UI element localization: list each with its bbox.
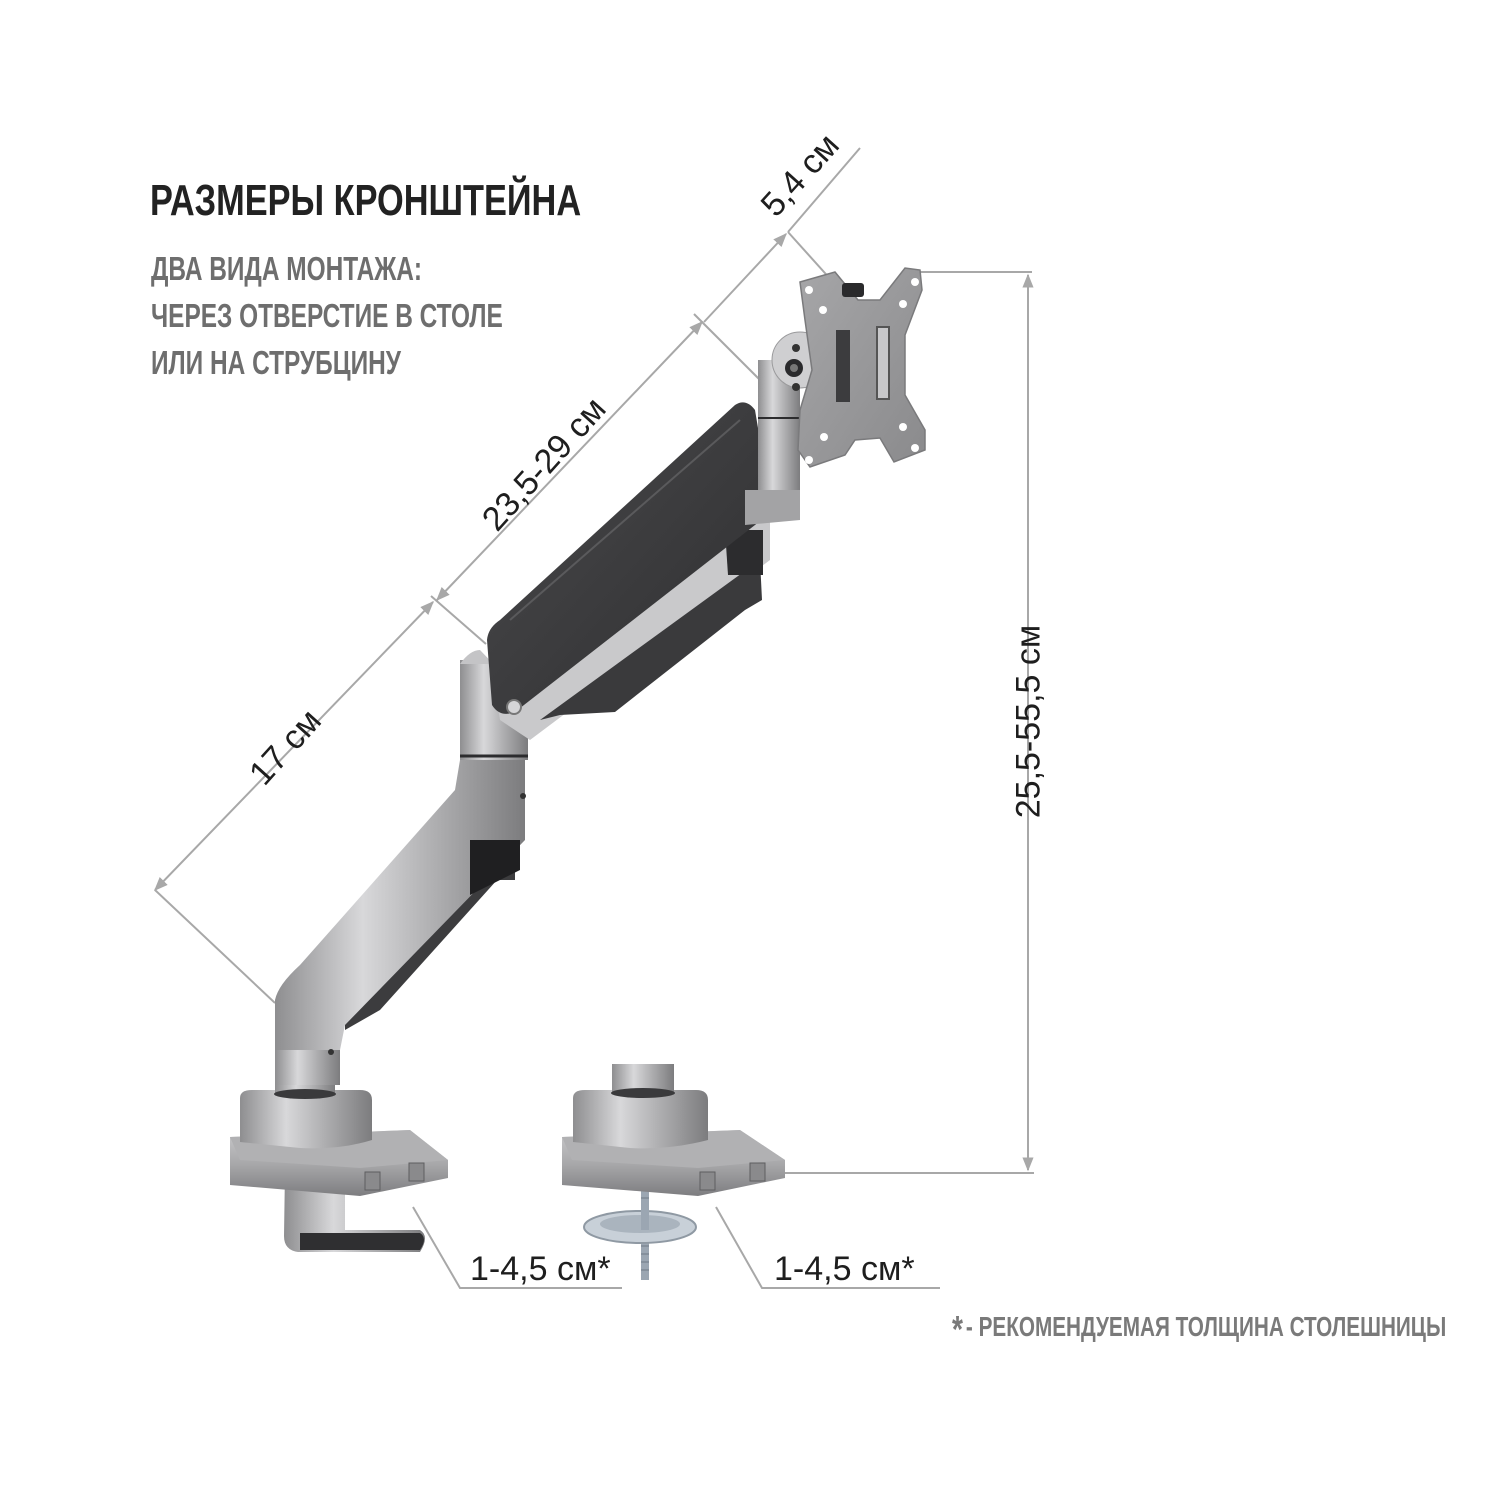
leader-clamp [412, 1206, 622, 1289]
label-grommet-thickness: 1-4,5 см* [774, 1250, 915, 1288]
footnote: *- РЕКОМЕНДУЕМАЯ ТОЛЩИНА СТОЛЕШНИЦЫ [952, 1303, 1447, 1351]
label-height-range: 25,5-55,5 см [1009, 624, 1048, 819]
mounting-types-heading: ДВА ВИДА МОНТАЖА: [151, 250, 423, 287]
page-title: РАЗМЕРЫ КРОНШТЕЙНА [150, 176, 582, 225]
vesa-plate [797, 267, 926, 468]
dimline-upper-arm [436, 320, 703, 602]
grommet-mount [562, 1064, 785, 1280]
dimline-lower-arm [154, 600, 434, 892]
asterisk-icon: * [952, 1309, 963, 1351]
monitor-arm [275, 331, 829, 1085]
label-clamp-thickness: 1-4,5 см* [470, 1250, 611, 1288]
dimline-vesa-depth [787, 147, 861, 233]
footnote-text: - РЕКОМЕНДУЕМАЯ ТОЛЩИНА СТОЛЕШНИЦЫ [965, 1311, 1447, 1342]
leader-grommet [715, 1206, 940, 1289]
tension-knob [842, 283, 864, 297]
mounting-type-clamp: ИЛИ НА СТРУБЦИНУ [151, 344, 401, 381]
